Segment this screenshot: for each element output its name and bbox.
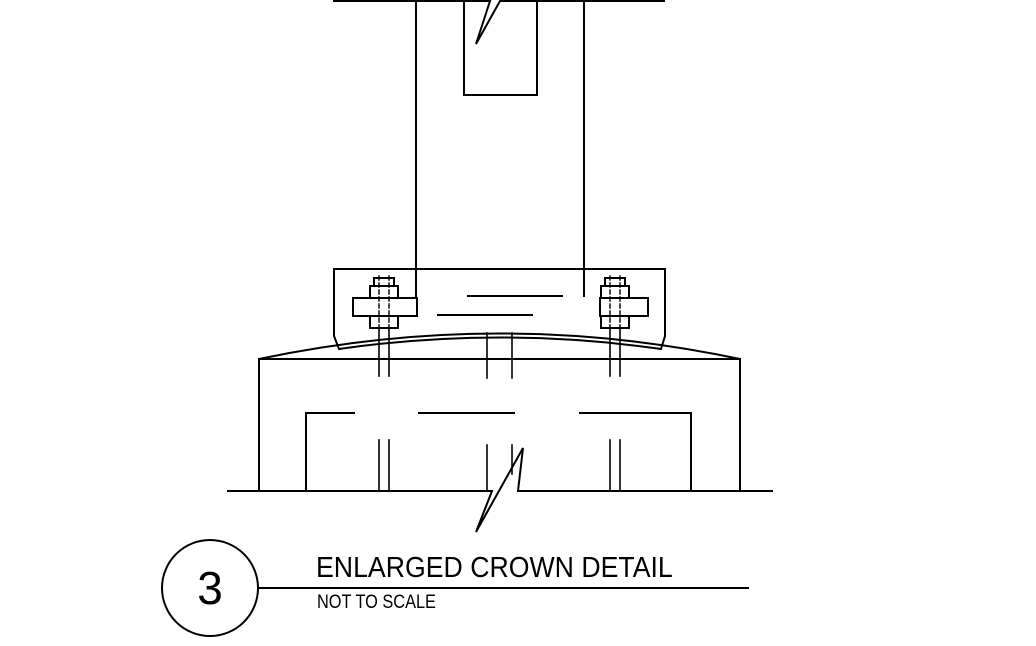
base-plate [333,268,666,351]
inner-reinforcement [305,412,692,492]
right-anchor-bolt [599,275,649,377]
column-post [415,0,585,297]
title-block [161,539,749,637]
top-beam [333,0,665,45]
center-bars [486,332,513,379]
detail-number: 3 [197,562,223,614]
detail-title: ENLARGED CROWN DETAIL [316,552,673,584]
scale-note: NOT TO SCALE [317,592,436,613]
ground-line [227,447,773,533]
concrete-crown [257,332,742,492]
left-anchor-bolt [352,275,418,377]
